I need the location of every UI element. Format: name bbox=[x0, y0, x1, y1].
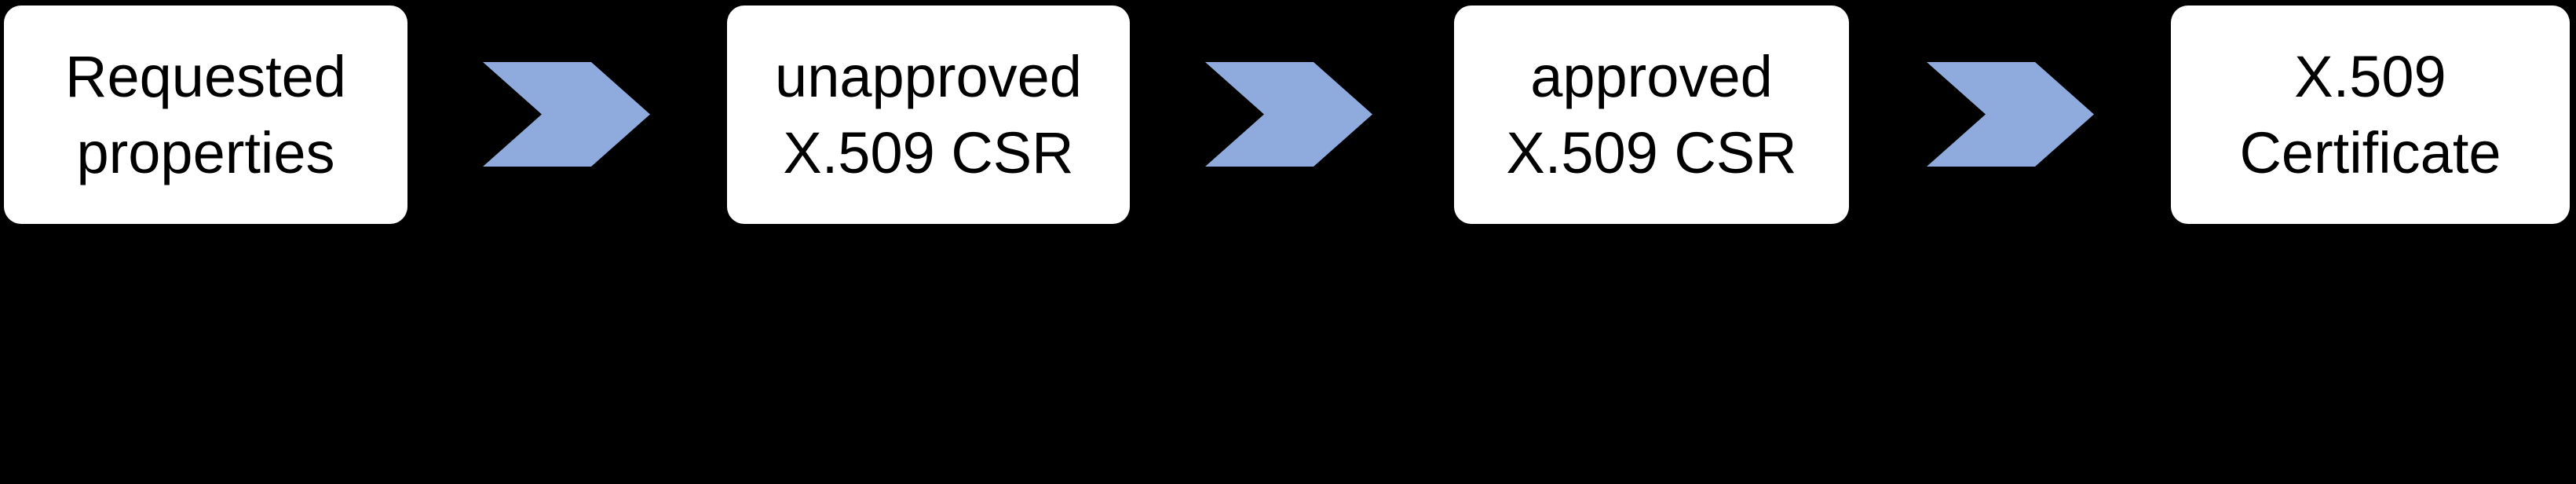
step-label-unapproved-x509-csr: unapproved X.509 CSR bbox=[775, 38, 1082, 191]
step-label-line: X.509 CSR bbox=[1506, 120, 1797, 185]
step-label-line: approved bbox=[1530, 44, 1773, 109]
step-label-line: unapproved bbox=[775, 44, 1082, 109]
chevron-right-icon bbox=[1927, 62, 2094, 167]
step-label-requested-properties: Requested properties bbox=[65, 38, 346, 191]
step-label-line: X.509 bbox=[2294, 44, 2446, 109]
step-label-line: X.509 CSR bbox=[783, 120, 1074, 185]
step-label-approved-x509-csr: approved X.509 CSR bbox=[1506, 38, 1796, 191]
step-box-requested-properties: Requested properties bbox=[4, 6, 407, 224]
step-box-unapproved-x509-csr: unapproved X.509 CSR bbox=[727, 6, 1130, 224]
chevron-right-icon bbox=[483, 62, 650, 167]
step-box-x509-certificate: X.509 Certificate bbox=[2171, 6, 2570, 224]
step-label-line: Requested bbox=[65, 44, 346, 109]
step-box-approved-x509-csr: approved X.509 CSR bbox=[1454, 6, 1849, 224]
step-label-x509-certificate: X.509 Certificate bbox=[2239, 38, 2501, 191]
step-label-line: properties bbox=[76, 120, 335, 185]
step-label-line: Certificate bbox=[2239, 120, 2501, 185]
chevron-right-icon bbox=[1205, 62, 1372, 167]
